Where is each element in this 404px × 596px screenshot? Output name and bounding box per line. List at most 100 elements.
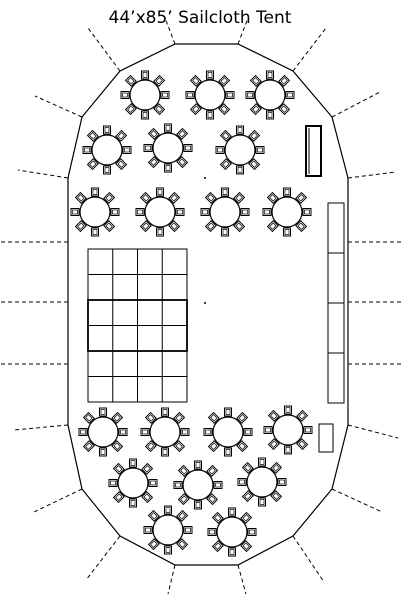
chair-seat: [157, 189, 163, 195]
table-top: [224, 134, 256, 166]
chair-seat: [165, 507, 171, 513]
guy-line: [347, 424, 399, 439]
round-table: [135, 187, 185, 237]
guy-line: [237, 17, 249, 45]
chair: [206, 70, 214, 80]
chair-seat: [222, 189, 228, 195]
chair: [206, 110, 214, 120]
chair: [164, 123, 172, 133]
chair-seat: [162, 449, 168, 455]
chair-seat: [245, 429, 251, 435]
chair: [141, 70, 149, 80]
chair-seat: [272, 492, 280, 500]
chair: [284, 445, 292, 455]
chair-seat: [244, 464, 252, 472]
chair: [141, 462, 154, 475]
chair-seat: [229, 549, 235, 555]
chair-seat: [89, 160, 97, 168]
chair-seat: [225, 409, 231, 415]
chair-seat: [150, 540, 158, 548]
chair: [86, 129, 99, 142]
chair-seat: [72, 209, 78, 215]
chair-seat: [142, 112, 148, 118]
chair: [168, 191, 181, 204]
tent-title: 44’x85’ Sailcloth Tent: [109, 8, 292, 28]
round-table: [78, 407, 128, 457]
guy-line: [331, 488, 383, 513]
chair-seat: [242, 209, 248, 215]
chair: [236, 440, 249, 453]
table-top: [129, 79, 161, 111]
chair-seat: [105, 222, 113, 230]
chair: [194, 500, 202, 510]
chair: [270, 461, 283, 474]
chair-seat: [264, 209, 270, 215]
chair-seat: [222, 132, 230, 140]
chair: [204, 191, 217, 204]
chair-seat: [165, 125, 171, 131]
chair-seat: [208, 495, 216, 503]
table-top: [152, 132, 184, 164]
chair-seat: [104, 127, 110, 133]
chair-seat: [92, 189, 98, 195]
chair-seat: [162, 409, 168, 415]
chair-seat: [238, 414, 246, 422]
chair-seat: [207, 222, 215, 230]
chair-seat: [147, 414, 155, 422]
chair-seat: [280, 105, 288, 113]
chair: [164, 163, 172, 173]
round-table: [262, 187, 312, 237]
chair-seat: [177, 209, 183, 215]
chair: [283, 227, 291, 237]
chair: [161, 407, 169, 417]
chair: [218, 103, 231, 116]
guy-line: [237, 564, 247, 595]
table-top: [87, 416, 119, 448]
chair-seat: [280, 77, 288, 85]
chair-seat: [209, 529, 215, 535]
chair-seat: [80, 429, 86, 435]
guy-line: [87, 27, 121, 72]
chair: [219, 158, 232, 171]
chair: [284, 405, 292, 415]
chair-seat: [122, 92, 128, 98]
chair-seat: [298, 440, 306, 448]
chair-seat: [257, 147, 263, 153]
chair-seat: [270, 440, 278, 448]
chair: [91, 227, 99, 237]
chair-seat: [147, 442, 155, 450]
table-top: [209, 196, 241, 228]
guy-line: [164, 17, 176, 45]
chair-seat: [165, 547, 171, 553]
chair-seat: [250, 160, 258, 168]
chair: [206, 493, 219, 506]
chair: [278, 74, 291, 87]
chair-seat: [77, 222, 85, 230]
chair: [141, 110, 149, 120]
side-station: [318, 423, 334, 453]
chair: [236, 125, 244, 135]
chair: [147, 509, 160, 522]
table-top: [79, 196, 111, 228]
round-table: [237, 457, 287, 507]
chair-seat: [112, 209, 118, 215]
chair-seat: [207, 194, 215, 202]
chair: [176, 127, 189, 140]
chair-seat: [120, 429, 126, 435]
chair: [129, 498, 137, 508]
chair: [266, 70, 274, 80]
round-table: [245, 70, 295, 120]
guy-line: [85, 535, 121, 581]
chair-seat: [104, 167, 110, 173]
chair-seat: [225, 449, 231, 455]
chair-seat: [272, 464, 280, 472]
chair: [240, 511, 253, 524]
chair: [194, 460, 202, 470]
chair-seat: [298, 412, 306, 420]
chair-seat: [105, 194, 113, 202]
buffet-table: [327, 202, 345, 254]
chair-seat: [115, 493, 123, 501]
chair-seat: [235, 194, 243, 202]
guy-line: [13, 424, 69, 431]
chair-seat: [207, 72, 213, 78]
